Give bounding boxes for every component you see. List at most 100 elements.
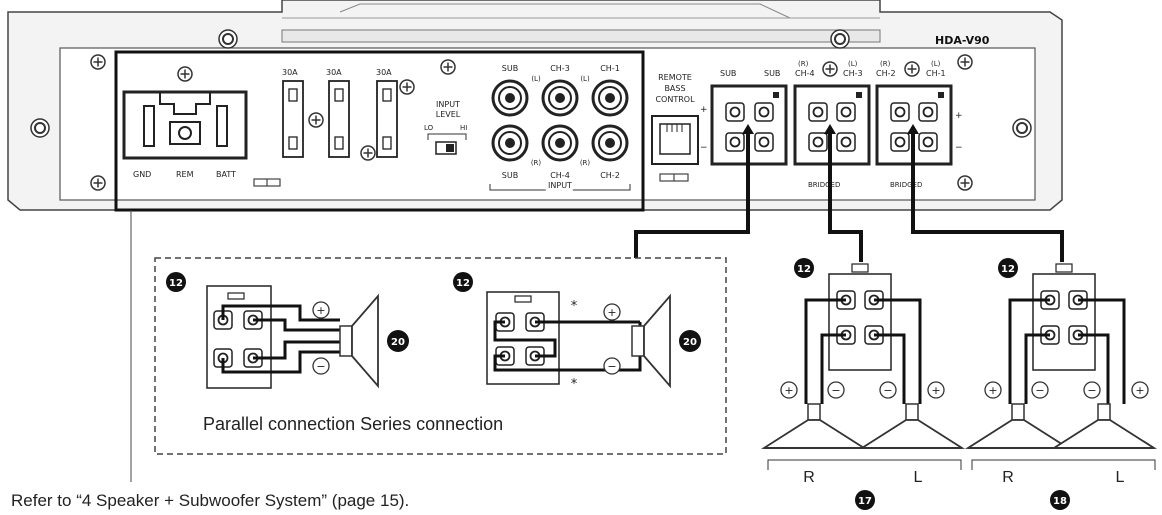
batt-label: BATT — [216, 170, 236, 179]
input-group-label: INPUT — [548, 181, 572, 190]
output-wires — [634, 128, 1064, 262]
rca-sub-label: SUB — [502, 64, 518, 73]
screw-icon — [90, 175, 106, 191]
fuse — [282, 80, 304, 158]
remote-label: CONTROL — [655, 95, 695, 104]
sub-output-terminal[interactable] — [710, 84, 788, 166]
minus-mark: − — [316, 360, 325, 373]
out-left-label: (L) — [931, 60, 941, 68]
callout-20: 20 — [391, 337, 405, 348]
gnd-label: GND — [133, 170, 151, 179]
out-sub-label: SUB — [720, 69, 736, 78]
screw-icon — [308, 112, 324, 128]
connection-panel-highlight — [114, 50, 645, 212]
remote-label: BASS — [664, 84, 685, 93]
screw-icon — [904, 61, 920, 77]
out-ch2-label: CH-2 — [876, 69, 896, 78]
series-marker: * — [571, 299, 578, 314]
callout-12: 12 — [456, 278, 470, 289]
speaker-icon — [967, 403, 1069, 449]
minus-mark: − — [1035, 384, 1044, 397]
subwoofer-icon — [631, 293, 671, 389]
bridged-label: BRIDGED — [890, 181, 922, 189]
mount-screw-icon — [218, 29, 238, 49]
plus-mark: + — [931, 384, 940, 397]
screw-icon — [822, 61, 838, 77]
parallel-connection: 12 + − 20 — [166, 272, 409, 389]
system-18-speakers: 12 + − − + R L 18 — [967, 258, 1156, 510]
speaker-left-label: L — [914, 469, 923, 486]
power-terminal: GND REM BATT — [122, 66, 281, 187]
plus-mark: + — [1135, 384, 1144, 397]
rca-jack-icon[interactable] — [491, 79, 529, 117]
rca-ch1-label: CH-1 — [600, 64, 620, 73]
screw-icon — [957, 54, 973, 70]
rca-jack-icon[interactable] — [541, 124, 579, 162]
system-17-speakers: 12 + − − + R L 17 — [763, 258, 963, 510]
input-level-lo-label: LO — [424, 124, 434, 132]
fuse-rating-label: 30A — [376, 68, 392, 77]
rca-jack-icon[interactable] — [591, 124, 629, 162]
screw-icon — [957, 175, 973, 191]
remote-bass-control-port[interactable]: REMOTE BASS CONTROL — [651, 73, 699, 182]
mount-screw-icon — [830, 29, 850, 49]
rca-left-label: (L) — [580, 75, 590, 83]
rca-ch4-label: CH-4 — [550, 171, 570, 180]
subwoofer-wiring-box — [154, 257, 727, 455]
series-connection: 12 * * + − 20 — [453, 272, 701, 392]
input-level-title: INPUT — [436, 100, 460, 109]
input-level-title: LEVEL — [436, 110, 461, 119]
fuse-rating-label: 30A — [282, 68, 298, 77]
callout-17: 17 — [858, 496, 872, 507]
minus-mark: − — [883, 384, 892, 397]
speaker-right-label: R — [803, 469, 815, 486]
speaker-icon — [861, 403, 963, 449]
input-level-hi-label: HI — [460, 124, 467, 132]
screw-icon — [399, 79, 415, 95]
rca-jack-icon[interactable] — [541, 79, 579, 117]
speaker-left-label: L — [1116, 469, 1125, 486]
connection-caption: Parallel connection Series connection — [203, 414, 503, 434]
plus-mark: + — [607, 306, 616, 319]
rca-right-label: (R) — [580, 159, 591, 167]
screw-icon — [440, 59, 456, 75]
screw-icon — [177, 66, 193, 82]
callout-18: 18 — [1053, 496, 1067, 507]
plus-mark: + — [784, 384, 793, 397]
model-label: HDA-V90 — [935, 34, 990, 47]
plus-mark: + — [988, 384, 997, 397]
out-sub-label: SUB — [764, 69, 780, 78]
speaker-icon — [1053, 403, 1155, 449]
input-level-knob — [446, 144, 454, 152]
fuse — [376, 80, 398, 158]
callout-12: 12 — [1001, 264, 1015, 275]
subwoofer-icon — [339, 293, 379, 389]
out-left-label: (L) — [848, 60, 858, 68]
screw-icon — [360, 145, 376, 161]
rca-jack-icon[interactable] — [591, 79, 629, 117]
rca-jack-icon[interactable] — [491, 124, 529, 162]
callout-12: 12 — [797, 264, 811, 275]
out-ch4-label: CH-4 — [795, 69, 815, 78]
plus-mark: + — [700, 105, 708, 115]
rca-left-label: (L) — [531, 75, 541, 83]
rca-ch3-label: CH-3 — [550, 64, 570, 73]
callout-20: 20 — [683, 337, 697, 348]
speaker-icon — [763, 403, 865, 449]
rca-ch2-label: CH-2 — [600, 171, 620, 180]
input-level-switch[interactable]: INPUT LEVEL LO HI — [424, 100, 467, 155]
remote-label: REMOTE — [658, 73, 692, 82]
out-ch1-label: CH-1 — [926, 69, 946, 78]
minus-mark: − — [607, 360, 616, 373]
minus-mark: − — [831, 384, 840, 397]
plus-mark: + — [316, 304, 325, 317]
rca-right-label: (R) — [531, 159, 542, 167]
screw-icon — [90, 54, 106, 70]
mount-screw-icon — [1012, 118, 1032, 138]
fuse-rating-label: 30A — [326, 68, 342, 77]
out-right-label: (R) — [880, 60, 891, 68]
mount-screw-icon — [30, 118, 50, 138]
out-ch3-label: CH-3 — [843, 69, 863, 78]
minus-mark: − — [700, 143, 708, 153]
